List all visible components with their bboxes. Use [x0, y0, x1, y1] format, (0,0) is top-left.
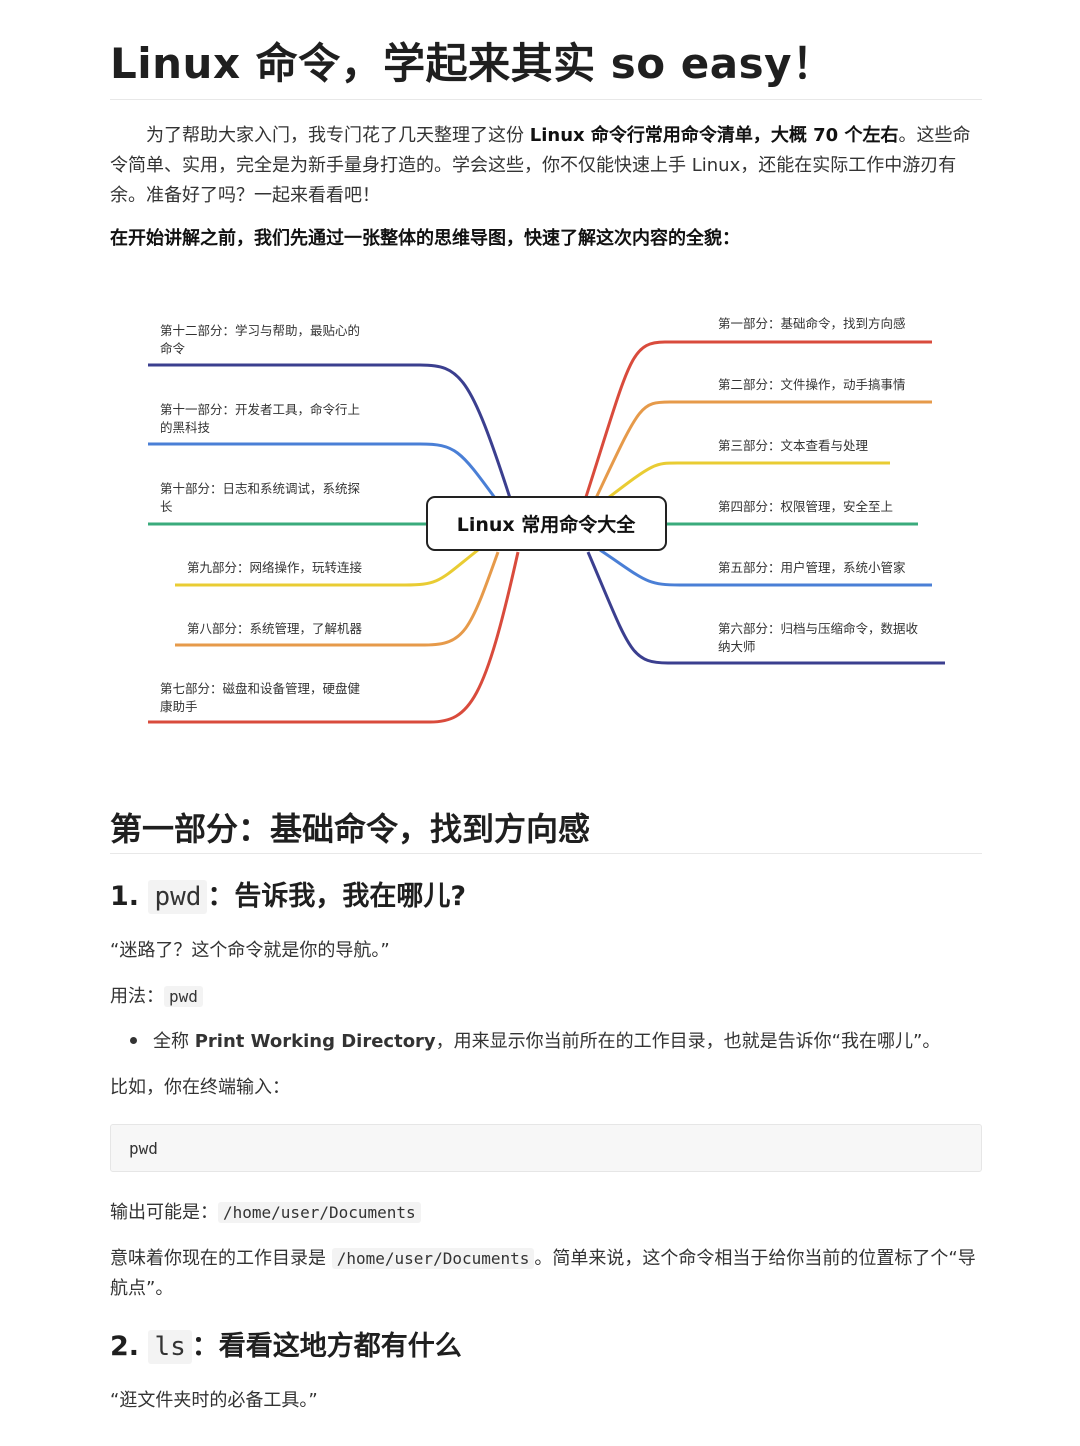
intro-text: 为了帮助大家入门，我专门花了几天整理了这份	[146, 125, 530, 146]
meaning-code: /home/user/Documents	[331, 1248, 535, 1269]
page-title: Linux 命令，学起来其实 so easy！	[110, 39, 835, 88]
mindmap-label-left-11b: 的黑科技	[160, 420, 211, 435]
branch-left-12	[148, 363, 512, 499]
mindmap-label-left-10: 第十部分：日志和系统调试，系统探	[160, 481, 361, 496]
usage-label: 用法：	[110, 986, 164, 1007]
branch-left-11	[148, 442, 497, 499]
usage-line: 用法：pwd	[110, 982, 982, 1012]
section-divider	[110, 853, 982, 854]
code-block[interactable]: pwd	[110, 1124, 982, 1172]
mindmap-label-left-8: 第八部分：系统管理，了解机器	[187, 621, 363, 636]
branch-left-8	[175, 551, 500, 647]
cmd-number-2: 2.	[110, 1331, 140, 1362]
cmd-quote: “迷路了？这个命令就是你的导航。”	[110, 940, 390, 961]
meaning-text-2: 。简单来说，这个命令相当于给你当前的位置标了个“导航点”。	[110, 1248, 976, 1299]
section-heading: 第一部分：基础命令，找到方向感	[110, 810, 591, 848]
cmd-quote-2: “逛文件夹时的必备工具。”	[110, 1390, 318, 1411]
usage-code: pwd	[164, 986, 203, 1007]
cmd-heading-pwd: 1. pwd：告诉我，我在哪儿?	[110, 874, 467, 914]
meaning-text: 意味着你现在的工作目录是	[110, 1248, 332, 1269]
mindmap-label-right-5: 第五部分：用户管理，系统小管家	[718, 560, 906, 575]
mindmap-label-right-6: 第六部分：归档与压缩命令，数据收	[718, 621, 919, 636]
cmd-heading-ls: 2. ls：看看这地方都有什么	[110, 1324, 462, 1364]
output-label: 输出可能是：	[110, 1202, 218, 1223]
mindmap-label-left-11: 第十一部分：开发者工具，命令行上	[160, 402, 360, 417]
mindmap: Linux 常用命令大全 第一部分：基础命令，找到方向感 第二部分：文件操作，动…	[148, 316, 945, 724]
mindmap-center: Linux 常用命令大全	[457, 513, 637, 536]
mindmap-label-left-9: 第九部分：网络操作，玩转连接	[187, 560, 363, 575]
bullet-text: 全称	[153, 1031, 195, 1052]
mindmap-label-right-1: 第一部分：基础命令，找到方向感	[718, 316, 906, 331]
cmd-code: pwd	[148, 880, 208, 914]
intro-text-2: 。这些命令简单、实用，完全是为新手量身打造的。学会这些，你不仅能快速上手 Lin…	[110, 125, 971, 206]
bullet-text-2: ，用来显示你当前所在的工作目录，也就是告诉你“我在哪儿”。	[435, 1031, 941, 1052]
cmd-number: 1.	[110, 881, 140, 912]
mindmap-label-left-12: 第十二部分：学习与帮助，最贴心的	[160, 323, 360, 338]
branch-right-2	[594, 400, 932, 499]
mindmap-intro: 在开始讲解之前，我们先通过一张整体的思维导图，快速了解这次内容的全貌：	[110, 228, 740, 249]
mindmap-label-right-4: 第四部分：权限管理，安全至上	[718, 499, 893, 514]
example-label: 比如，你在终端输入：	[110, 1077, 290, 1098]
branch-right-6	[586, 551, 945, 665]
mindmap-label-right-6b: 纳大师	[718, 639, 756, 654]
intro-paragraph: 为了帮助大家入门，我专门花了几天整理了这份 Linux 命令行常用命令清单，大概…	[110, 121, 982, 211]
branch-right-1	[583, 340, 932, 501]
branch-right-3	[607, 461, 890, 500]
intro-bold: Linux 命令行常用命令清单，大概 70 个左右	[529, 125, 899, 146]
output-line: 输出可能是：/home/user/Documents	[110, 1198, 982, 1228]
cmd-title-2: ：看看这地方都有什么	[191, 1331, 462, 1362]
bullet-bold: Print Working Directory	[194, 1031, 436, 1052]
branch-right-5	[599, 548, 932, 587]
list-item: 全称 Print Working Directory，用来显示你当前所在的工作目…	[130, 1027, 980, 1057]
mindmap-label-left-7b: 康助手	[160, 699, 198, 714]
mindmap-label-left-7: 第七部分：磁盘和设备管理，硬盘健	[160, 681, 361, 696]
bullet-dot	[130, 1036, 137, 1044]
output-code: /home/user/Documents	[218, 1202, 421, 1223]
cmd-code-2: ls	[148, 1330, 192, 1364]
mindmap-center-box	[426, 496, 667, 551]
mindmap-label-left-10b: 长	[160, 499, 173, 514]
title-divider	[110, 99, 982, 100]
cmd-title: ：告诉我，我在哪儿?	[207, 881, 467, 912]
branch-left-9	[175, 548, 479, 587]
mindmap-label-right-2: 第二部分：文件操作，动手搞事情	[718, 377, 906, 392]
mindmap-label-right-3: 第三部分：文本查看与处理	[718, 438, 869, 453]
mindmap-label-left-12b: 命令	[160, 341, 186, 356]
branch-left-7	[148, 551, 520, 724]
meaning-paragraph: 意味着你现在的工作目录是 /home/user/Documents。简单来说，这…	[110, 1244, 982, 1304]
